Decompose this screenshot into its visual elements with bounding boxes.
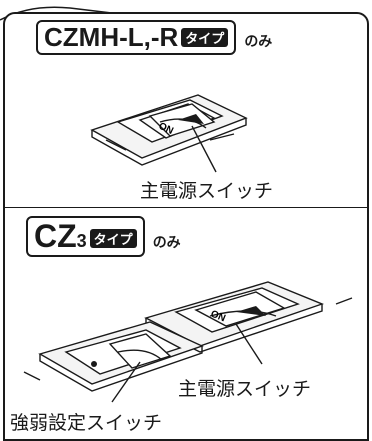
switch-on-text-bottom: ON [209, 309, 227, 325]
only-label: のみ [152, 235, 181, 251]
model-box: CZ 3 タイプ [26, 216, 145, 257]
model-name: CZ [34, 218, 77, 254]
type-pill: タイプ [89, 229, 137, 248]
model-box: CZMH-L,-R タイプ [36, 20, 237, 55]
model-subscript: 3 [76, 231, 87, 251]
main-switch-caption-bottom: 主電源スイッチ [178, 378, 312, 400]
model-name: CZMH-L,-R [44, 22, 179, 52]
model-tag-czmh: CZMH-L,-R タイプ のみ [36, 20, 272, 55]
strength-switch-caption: 強弱設定スイッチ [10, 412, 163, 434]
main-switch-caption-top: 主電源スイッチ [140, 180, 274, 202]
indicator-dot [91, 361, 97, 367]
model-tag-cz3: CZ 3 タイプ のみ [26, 216, 181, 257]
type-pill: タイプ [181, 28, 229, 47]
only-label: のみ [244, 34, 273, 50]
